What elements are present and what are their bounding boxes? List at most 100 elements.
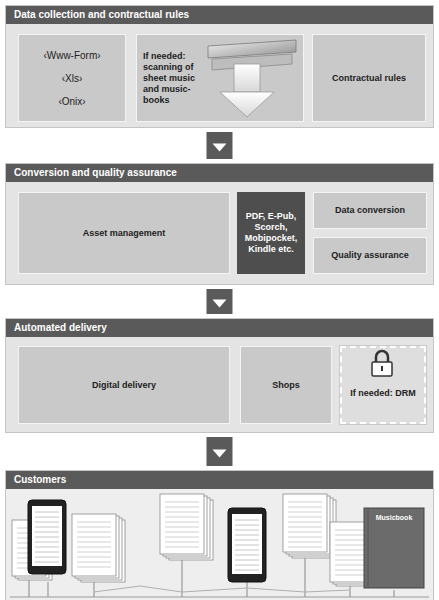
stand-pole: [304, 554, 305, 597]
box-label: ‹Xls›: [62, 73, 83, 84]
staff-line: [17, 553, 41, 554]
staff-line: [335, 550, 365, 551]
process-box: Quality assurance: [313, 237, 427, 274]
staff-line: [288, 512, 322, 513]
box-label: ‹Onix›: [58, 96, 85, 107]
box-label: ‹Www-Form›: [43, 50, 100, 61]
stand-pole: [349, 584, 350, 597]
paper-sheet: [15, 522, 49, 578]
flow-arrow: [207, 437, 233, 466]
staff-line: [35, 512, 59, 513]
paper-sheet: [81, 520, 125, 582]
flow-arrow: [207, 289, 233, 314]
staff-line: [235, 565, 259, 566]
staff-line: [165, 542, 199, 543]
staff-line: [235, 525, 259, 526]
arrow-head: [213, 144, 227, 152]
process-box: Asset management: [18, 192, 230, 274]
paper-sheet: [166, 498, 210, 558]
staff-line: [165, 512, 199, 513]
process-box: Shops: [240, 346, 332, 424]
staff-line: [235, 550, 259, 551]
staff-line: [288, 532, 322, 533]
process-box: Digital delivery: [18, 346, 230, 424]
paper-sheet: [169, 500, 213, 560]
staff-line: [335, 570, 365, 571]
tablet-frame: [228, 508, 266, 582]
staff-line: [17, 568, 41, 569]
staff-line: [77, 562, 111, 563]
paper-sheet: [336, 526, 376, 586]
paper-sheet: [163, 496, 207, 556]
paper-sheet: [292, 500, 336, 558]
box-label: If needed: scanning of sheet music and m…: [143, 51, 207, 106]
process-box: If needed: scanning of sheet music and m…: [136, 34, 304, 122]
box-label: Data conversion: [335, 205, 405, 216]
box-label: PDF, E-Pub, Scorch, Mobipocket, Kindle e…: [242, 211, 300, 255]
staff-line: [35, 522, 59, 523]
staff-line: [335, 555, 365, 556]
staff-line: [165, 537, 199, 538]
staff-line: [35, 547, 59, 548]
staff-line: [35, 542, 59, 543]
staff-line: [35, 527, 59, 528]
staff-line: [165, 532, 199, 533]
staff-line: [235, 545, 259, 546]
staff-line: [235, 570, 259, 571]
tablet-screen: [32, 506, 62, 566]
staff-line: [35, 537, 59, 538]
staff-line: [335, 565, 365, 566]
customers-illustration: [10, 494, 429, 597]
stand-pole: [28, 575, 29, 597]
staff-line: [288, 517, 322, 518]
box-label: Contractual rules: [332, 73, 406, 84]
paper-sheet: [78, 518, 122, 580]
arrow-block: [207, 437, 233, 466]
staff-line: [235, 520, 259, 521]
staff-line: [77, 567, 111, 568]
staff-line: [235, 555, 259, 556]
staff-line: [17, 558, 41, 559]
staff-line: [77, 557, 111, 558]
tablet-screen: [232, 514, 262, 574]
paper-sheet: [72, 514, 116, 576]
staff-line: [17, 538, 41, 539]
staff-line: [235, 540, 259, 541]
flow-arrow: [207, 132, 233, 159]
box-label: Quality assurance: [331, 250, 409, 261]
staff-line: [77, 552, 111, 553]
staff-line: [17, 548, 41, 549]
staff-line: [335, 530, 365, 531]
staff-line: [235, 560, 259, 561]
section-title: Customers: [6, 471, 433, 489]
section-band: Data collection and contractual rules ‹Ww…: [5, 5, 434, 128]
tablet-frame: [28, 500, 66, 574]
staff-line: [335, 540, 365, 541]
book-title: Musicbook: [366, 514, 422, 521]
book-spine: [368, 508, 369, 588]
box-label: Shops: [272, 380, 300, 391]
staff-line: [17, 543, 41, 544]
staff-line: [288, 507, 322, 508]
section-title: Data collection and contractual rules: [6, 6, 433, 24]
arrow-block: [207, 289, 233, 314]
paper-sheet: [333, 524, 373, 584]
staff-line: [335, 560, 365, 561]
staff-line: [165, 517, 199, 518]
paper-sheet: [75, 516, 119, 578]
section-title: Conversion and quality assurance: [6, 164, 433, 182]
staff-line: [165, 502, 199, 503]
staff-line: [35, 562, 59, 563]
staff-line: [165, 527, 199, 528]
staff-line: [288, 542, 322, 543]
staff-line: [17, 528, 41, 529]
optional-box: If needed: DRM: [340, 346, 426, 424]
staff-line: [77, 527, 111, 528]
arrow-head: [213, 450, 227, 458]
staff-line: [288, 522, 322, 523]
staff-line: [77, 537, 111, 538]
staff-line: [288, 502, 322, 503]
